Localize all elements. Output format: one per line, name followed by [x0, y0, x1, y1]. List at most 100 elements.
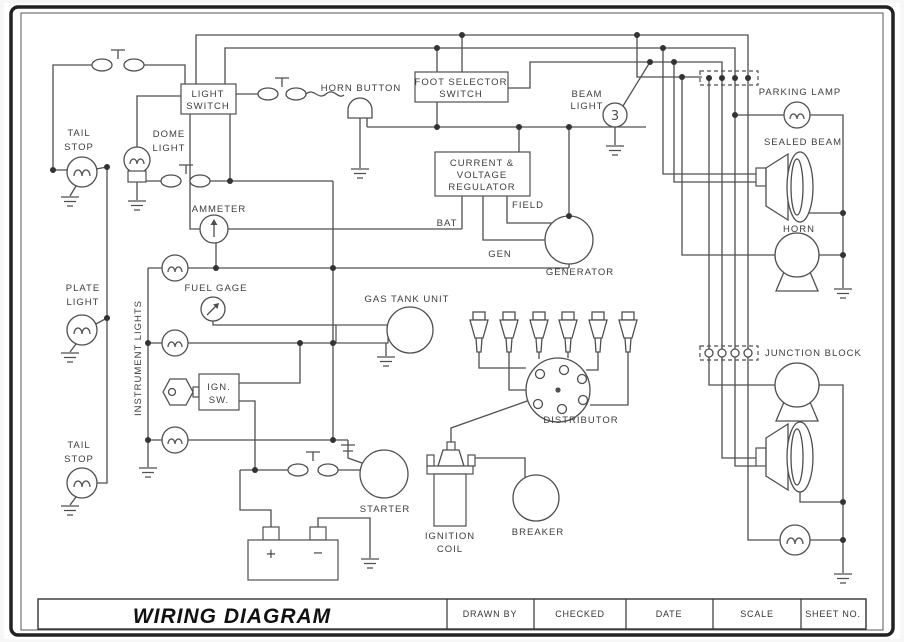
tail-stop-bottom-label: TAIL: [67, 440, 90, 451]
distributor: DISTRIBUTOR: [525, 357, 618, 426]
spark-plug-icon: [529, 311, 549, 353]
svg-text:LIGHT: LIGHT: [67, 297, 100, 308]
horn-button-label: HORN BUTTON: [321, 83, 402, 94]
ground-icon: [351, 168, 369, 179]
tail-stop-top-label: TAIL: [67, 128, 90, 139]
ground-icon: [61, 505, 79, 516]
horn-lower: [774, 362, 820, 422]
ammeter-label: AMMETER: [192, 204, 247, 215]
parking-lamp: PARKING LAMP: [759, 87, 842, 129]
inner-border: [20, 12, 884, 631]
title-block-frame: [37, 598, 867, 630]
beam-light-label: BEAM: [572, 89, 603, 100]
diagram-title: WIRING DIAGRAM: [133, 605, 331, 628]
voltage-regulator: CURRENT & VOLTAGE REGULATOR BAT GEN FIEL…: [434, 151, 544, 260]
ground-icon: [361, 558, 379, 569]
svg-text:LIGHT: LIGHT: [153, 143, 186, 154]
distributor-label: DISTRIBUTOR: [543, 415, 618, 426]
wire-regulator-gen-field: [482, 196, 553, 241]
gas-tank-unit-label: GAS TANK UNIT: [365, 294, 450, 305]
bat-label: BAT: [437, 218, 458, 229]
wire-starter-row: [239, 469, 371, 558]
wire-dome-fuse-row: [136, 95, 334, 440]
svg-text:COIL: COIL: [437, 544, 463, 555]
wire-light-switch-leads: [189, 93, 258, 230]
field-label: FIELD: [512, 200, 544, 211]
ground-icon: [139, 467, 157, 478]
beam-bulb-filament: 3: [611, 109, 619, 124]
wire-left-buses: [52, 64, 186, 484]
foot-selector-switch: FOOT SELECTOR SWITCH: [414, 71, 509, 103]
gen-label: GEN: [488, 249, 512, 260]
parking-lamp-label: PARKING LAMP: [759, 87, 842, 98]
battery-positive-terminal: +: [266, 547, 277, 562]
wire-horn-button-feed: [305, 91, 345, 97]
svg-text:SWITCH: SWITCH: [186, 101, 229, 112]
ground-icon: [834, 573, 852, 584]
svg-text:STOP: STOP: [64, 454, 94, 465]
battery-negative-terminal: −: [313, 546, 324, 561]
spark-plug-icon: [588, 311, 608, 353]
title-field-scale: SCALE: [740, 609, 774, 619]
instrument-lights-label: INSTRUMENT LIGHTS: [133, 300, 144, 416]
sealed-beam-label: SEALED BEAM: [764, 137, 842, 148]
ground-icon: [834, 288, 852, 299]
wire-beam-light: [614, 61, 651, 145]
svg-text:SW.: SW.: [209, 395, 229, 406]
wire-right-rail-lower: [799, 384, 844, 573]
key-icon: [162, 378, 194, 406]
starter: STARTER: [359, 449, 409, 515]
svg-text:LIGHT: LIGHT: [571, 101, 604, 112]
sealed-beam-upper: SEALED BEAM: [755, 137, 842, 223]
title-field-sheet-no: SHEET NO.: [805, 609, 861, 619]
light-switch-label: LIGHT: [192, 89, 225, 100]
instrument-lights: INSTRUMENT LIGHTS: [133, 254, 189, 454]
wire-right-columns: [662, 48, 784, 541]
wire-coil-breaker: [450, 389, 559, 478]
tail-stop-bottom: TAIL STOP: [64, 440, 98, 499]
title-field-checked: CHECKED: [555, 609, 605, 619]
fuel-gage-needle: [213, 303, 219, 309]
horn-label: HORN: [783, 224, 815, 235]
title-block: WIRING DIAGRAM DRAWN BY CHECKED DATE SCA…: [37, 598, 867, 630]
sealed-beam-lower: [755, 421, 814, 493]
ammeter-needle: [210, 219, 218, 225]
light-switch: LIGHT SWITCH: [180, 83, 237, 115]
wire-starter-breaker-tick: [341, 440, 363, 464]
horn-upper: HORN: [774, 224, 820, 292]
wire-fuse-ticks: [111, 49, 320, 461]
ground-icon: [61, 352, 79, 363]
plate-light-label: PLATE: [66, 283, 100, 294]
spark-plug-icon: [469, 311, 489, 353]
junction-block-label: JUNCTION BLOCK: [765, 348, 862, 359]
fuse-icon: [91, 58, 145, 72]
wire-instrument-bus: [147, 243, 569, 467]
svg-text:VOLTAGE: VOLTAGE: [457, 170, 507, 181]
breaker-label: BREAKER: [512, 527, 564, 538]
wire-top-bus: [195, 34, 775, 256]
gas-tank-unit: GAS TANK UNIT: [335, 294, 450, 354]
junction-block-right: JUNCTION BLOCK: [699, 345, 862, 361]
wire-lamp-grounds: [69, 182, 138, 506]
fuel-gage-label: FUEL GAGE: [184, 283, 247, 294]
ground-icon: [606, 145, 624, 156]
beam-light: 3 BEAM LIGHT: [571, 89, 628, 128]
fuse-icon: [160, 174, 211, 188]
ignition-coil-label: IGNITION: [425, 531, 475, 542]
breaker: BREAKER: [512, 474, 564, 538]
generator-label: GENERATOR: [546, 267, 614, 278]
plate-light: PLATE LIGHT: [66, 283, 100, 346]
outer-border: [9, 5, 895, 637]
fuse-symbols: [91, 58, 339, 477]
battery: + −: [247, 526, 339, 581]
wire-spark-plugs: [478, 352, 629, 406]
wire-right-rail-upper: [809, 114, 844, 288]
dome-light: DOME LIGHT: [123, 129, 186, 183]
horn-button: HORN BUTTON: [321, 83, 402, 119]
ground-icon: [128, 200, 146, 211]
svg-text:SWITCH: SWITCH: [439, 89, 482, 100]
spark-plugs: [469, 311, 638, 353]
wire-ign-switch-leads: [239, 343, 301, 470]
foot-selector-label: FOOT SELECTOR: [415, 77, 508, 88]
